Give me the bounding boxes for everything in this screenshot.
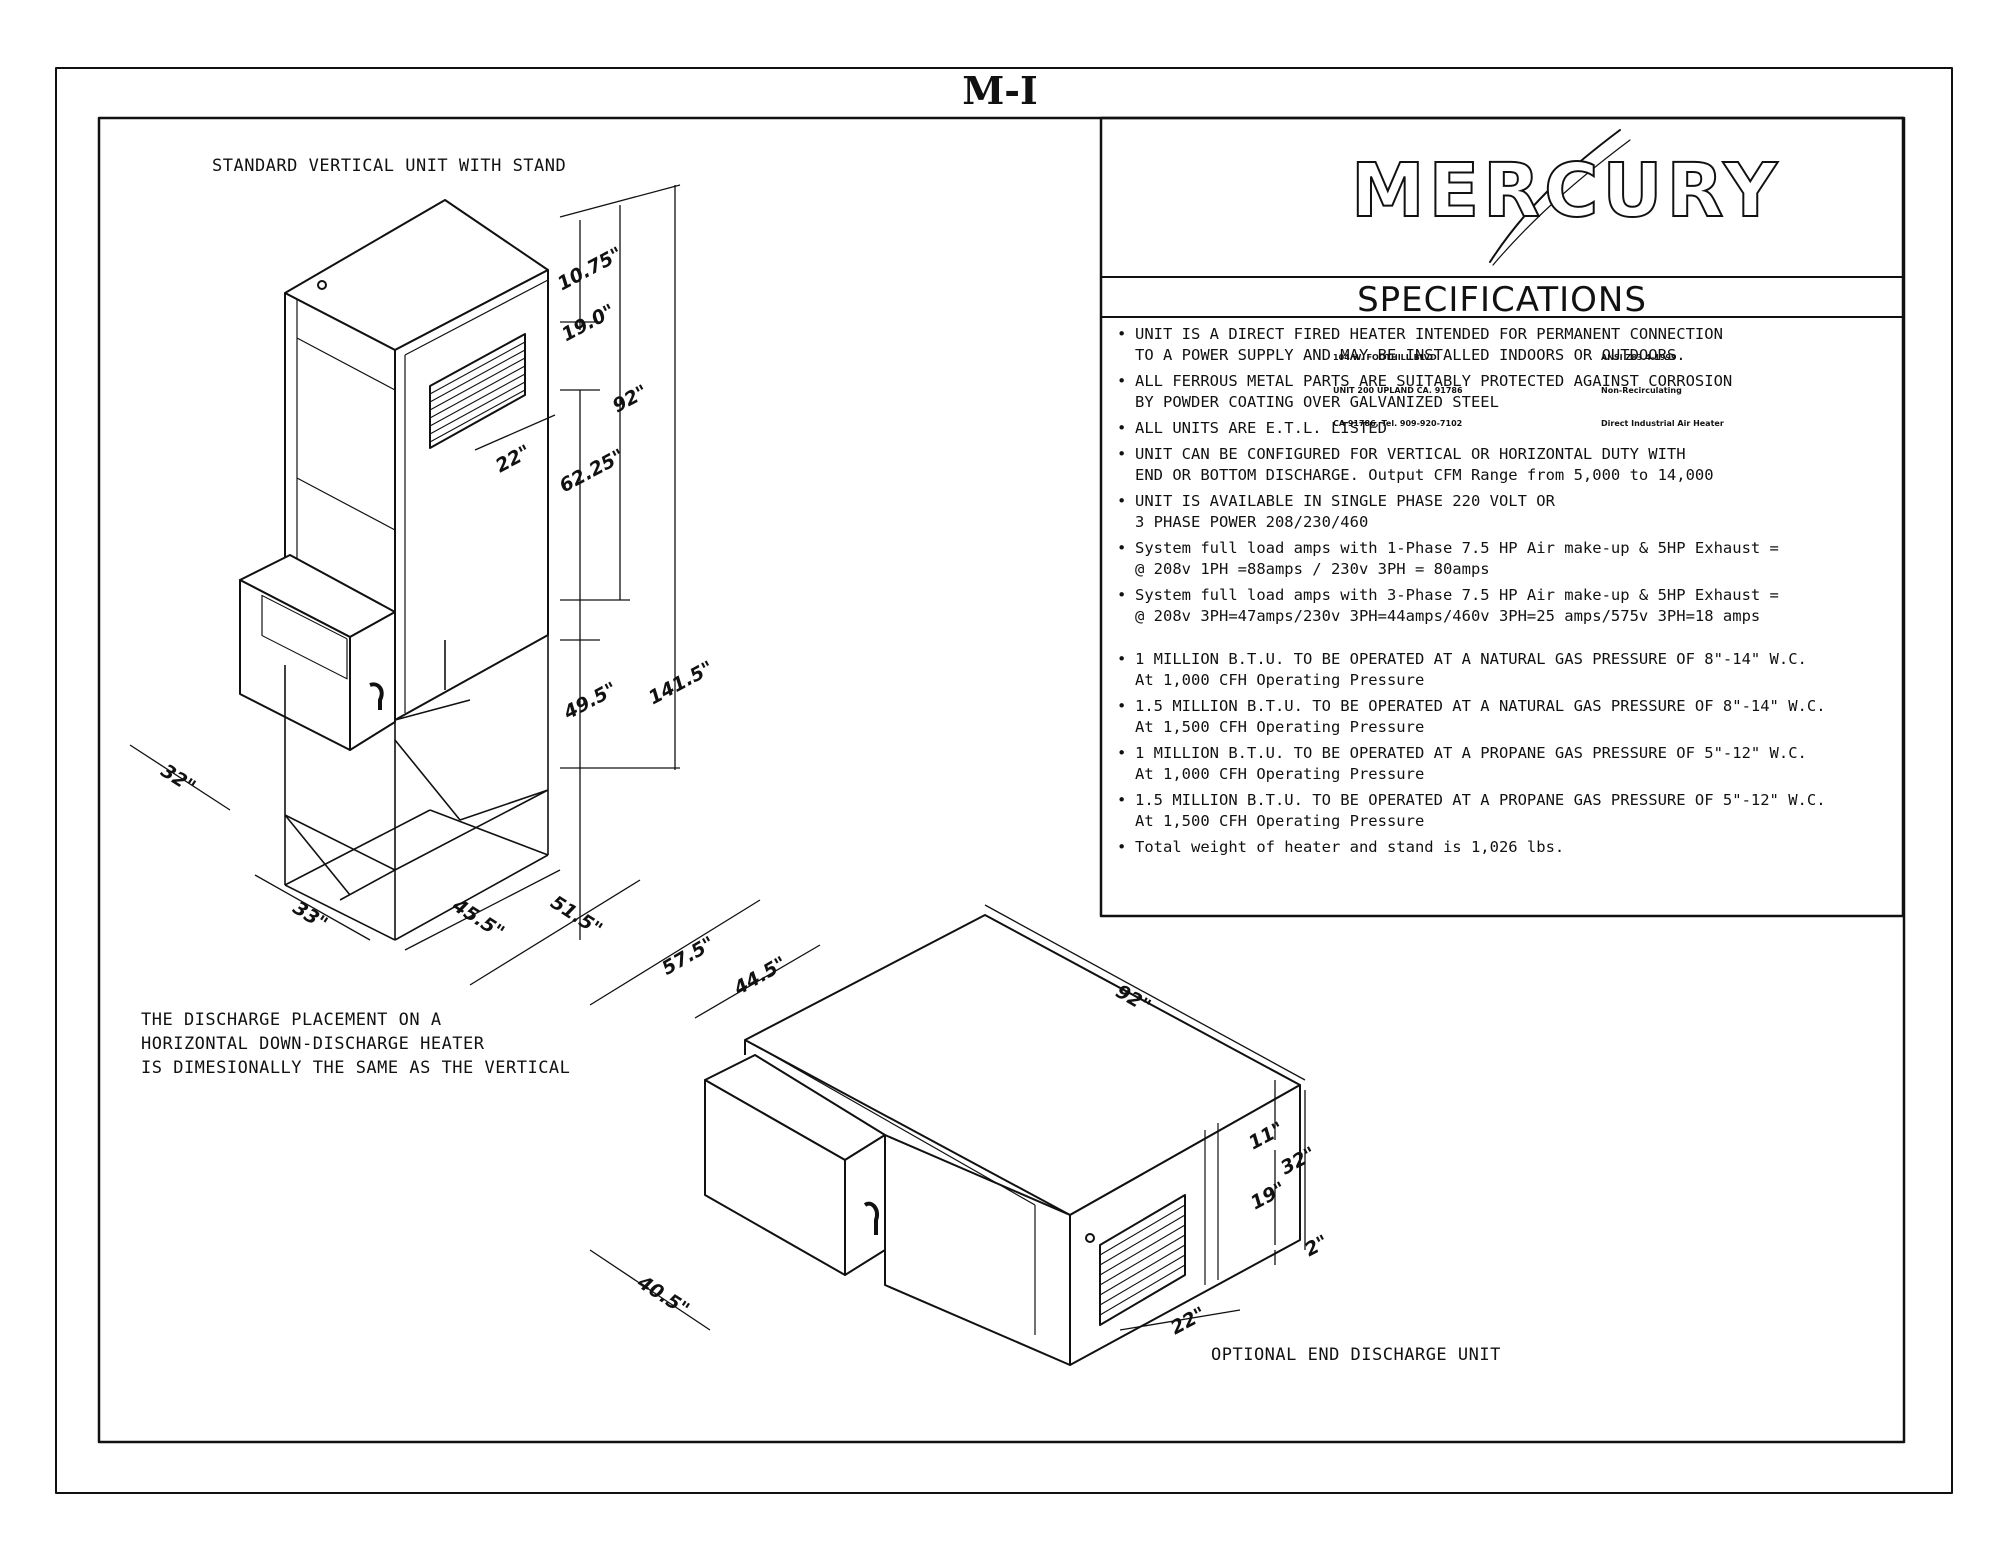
spec-panel: MERCURY 104 W. FOOTHILL BLVD. UNIT 200 U…	[1101, 118, 1903, 916]
spec-item: UNIT IS A DIRECT FIRED HEATER INTENDED F…	[1113, 324, 1893, 366]
spec-item: 1 MILLION B.T.U. TO BE OPERATED AT A NAT…	[1113, 649, 1893, 691]
specifications-title: SPECIFICATIONS	[1357, 280, 1647, 320]
logo-wordmark: MERCURY	[1350, 147, 1782, 235]
discharge-note-line-1: THE DISCHARGE PLACEMENT ON A	[141, 1010, 442, 1030]
spec-item: UNIT IS AVAILABLE IN SINGLE PHASE 220 VO…	[1113, 491, 1893, 533]
spec-panel-frame	[1099, 116, 1905, 918]
spec-item: System full load amps with 3-Phase 7.5 H…	[1113, 585, 1893, 627]
spec-item: ALL UNITS ARE E.T.L. LISTED	[1113, 418, 1893, 439]
vertical-unit-label: STANDARD VERTICAL UNIT WITH STAND	[212, 156, 567, 176]
discharge-note-line-2: HORIZONTAL DOWN-DISCHARGE HEATER	[141, 1034, 485, 1054]
horizontal-unit-drawing	[589, 899, 1306, 1366]
logo-swoosh	[1489, 129, 1621, 263]
sheet-title: M-I	[962, 68, 1038, 113]
specifications-list: UNIT IS A DIRECT FIRED HEATER INTENDED F…	[1113, 324, 1893, 863]
spec-item: 1.5 MILLION B.T.U. TO BE OPERATED AT A P…	[1113, 790, 1893, 832]
spec-item: 1 MILLION B.T.U. TO BE OPERATED AT A PRO…	[1113, 743, 1893, 785]
vertical-unit-drawing	[129, 184, 681, 986]
outer-border	[55, 67, 1953, 1494]
discharge-note-line-3: IS DIMESIONALLY THE SAME AS THE VERTICAL	[141, 1058, 571, 1078]
spec-item: UNIT CAN BE CONFIGURED FOR VERTICAL OR H…	[1113, 444, 1893, 486]
spec-item: 1.5 MILLION B.T.U. TO BE OPERATED AT A N…	[1113, 696, 1893, 738]
spec-item: Total weight of heater and stand is 1,02…	[1113, 837, 1893, 858]
spec-item: System full load amps with 1-Phase 7.5 H…	[1113, 538, 1893, 580]
end-discharge-label: OPTIONAL END DISCHARGE UNIT	[1211, 1345, 1501, 1365]
spec-item: ALL FERROUS METAL PARTS ARE SUITABLY PRO…	[1113, 371, 1893, 413]
